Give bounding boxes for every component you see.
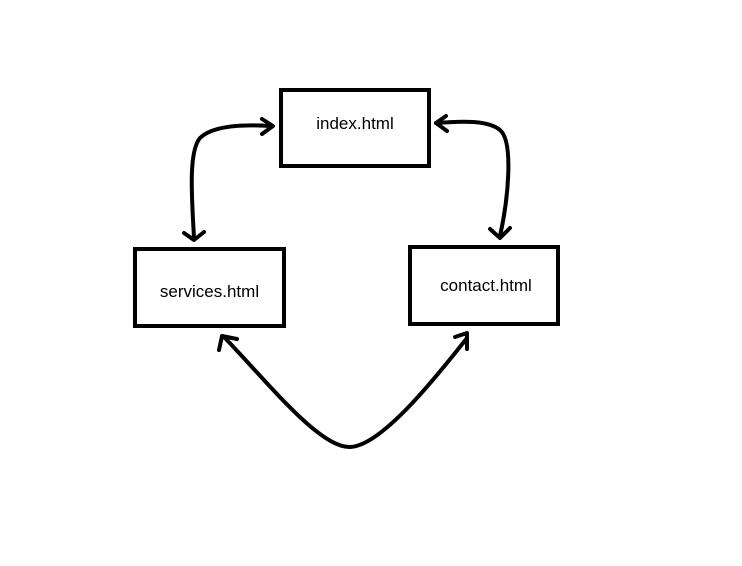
arrowhead-contact-end	[453, 331, 469, 351]
edge-index-contact	[434, 114, 512, 240]
arrowhead-index-end	[260, 117, 275, 136]
node-contact-html: contact.html	[408, 245, 560, 326]
arrowhead-services-end	[217, 334, 239, 352]
edge-index-services	[182, 117, 275, 242]
node-services-html: services.html	[133, 247, 286, 328]
node-label-services: services.html	[159, 281, 260, 301]
arrowhead-services-end	[182, 230, 206, 242]
arrowhead-contact-end	[488, 226, 512, 240]
arrowhead-index-end	[434, 114, 449, 133]
node-index-html: index.html	[279, 88, 431, 168]
edge-services-contact	[217, 331, 469, 450]
node-label-index: index.html	[316, 114, 394, 133]
node-label-contact: contact.html	[440, 275, 532, 295]
